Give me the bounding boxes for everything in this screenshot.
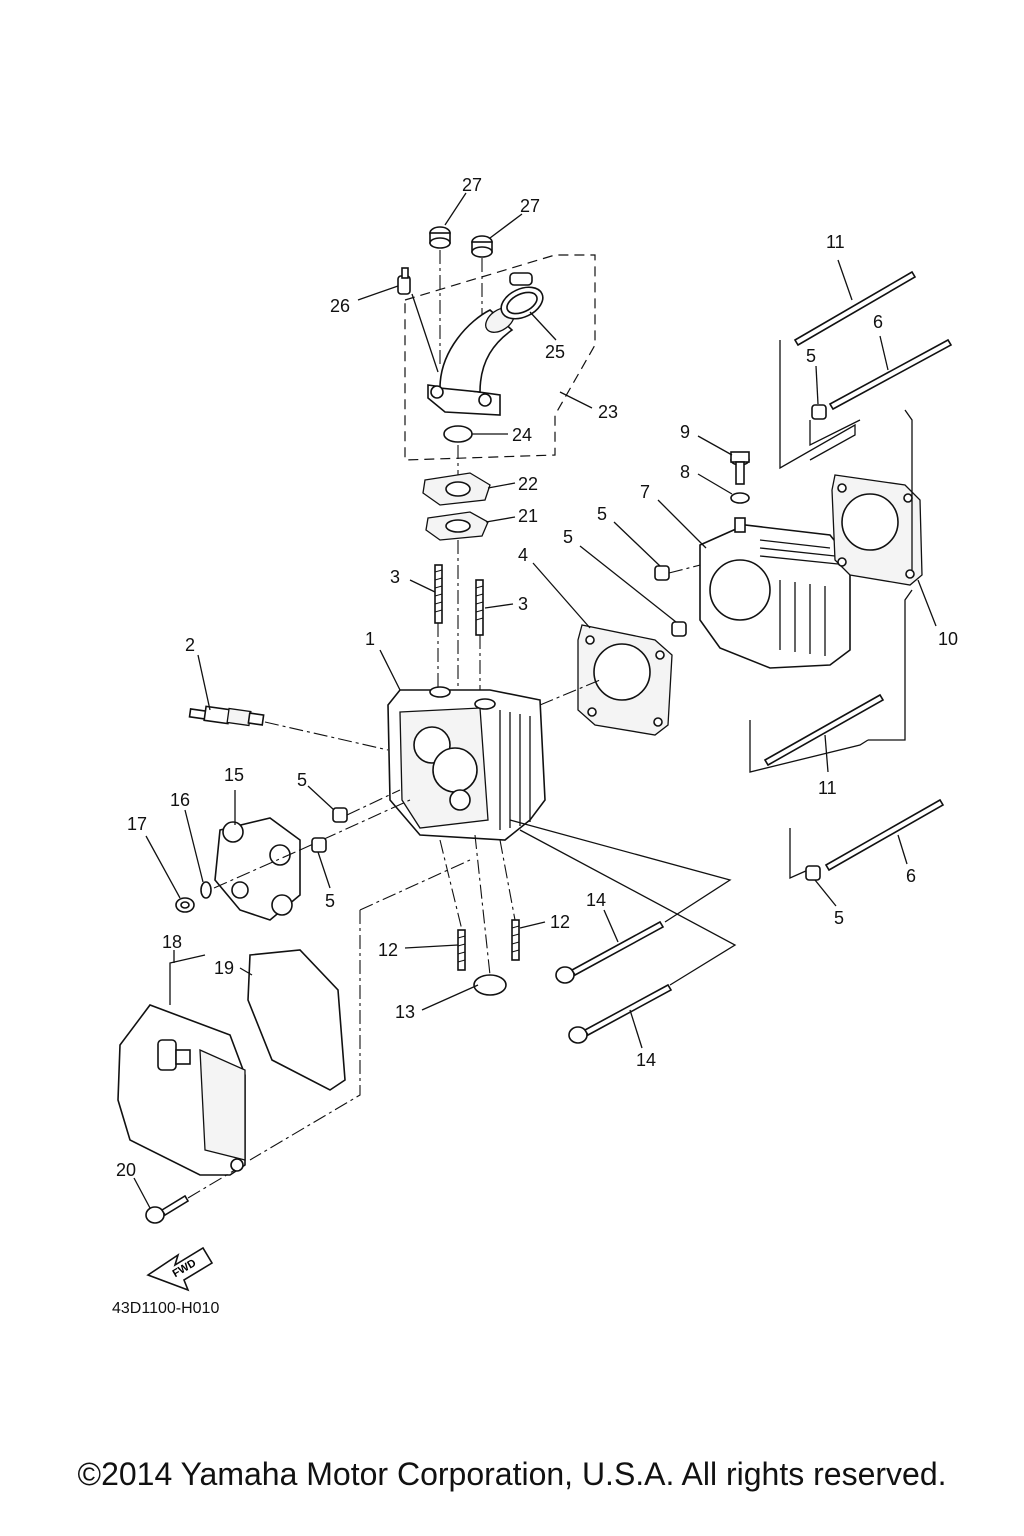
callout-6-lower: 6 — [906, 866, 916, 886]
callout-26: 26 — [330, 296, 350, 316]
dowel-pin-5-upper[interactable] — [654, 565, 670, 581]
nut-17[interactable] — [175, 897, 195, 913]
dowel-pin-5-lower-right[interactable] — [805, 865, 821, 881]
callout-5-head-lower: 5 — [325, 891, 335, 911]
callout-21: 21 — [518, 506, 538, 526]
callout-25: 25 — [545, 342, 565, 362]
insulator-22[interactable] — [422, 472, 491, 506]
cylinder-head-cover-18[interactable] — [117, 1004, 246, 1176]
callout-27-left: 27 — [462, 175, 482, 195]
diagram-code: 43D1100-H010 — [112, 1300, 220, 1317]
cylinder-head-1[interactable] — [387, 686, 546, 841]
callout-labels: 27 27 26 25 23 24 22 21 3 3 1 2 4 5 5 7 … — [116, 175, 958, 1180]
callout-5-lower-right: 5 — [834, 908, 844, 928]
spark-plug-2[interactable] — [188, 705, 265, 727]
callout-17: 17 — [127, 814, 147, 834]
callout-24: 24 — [512, 425, 532, 445]
callout-1: 1 — [365, 629, 375, 649]
callout-2: 2 — [185, 635, 195, 655]
callout-14-lower: 14 — [636, 1050, 656, 1070]
callout-23: 23 — [598, 402, 618, 422]
stud-bolt-3-right[interactable] — [475, 579, 484, 636]
cover-gasket-19[interactable] — [247, 949, 346, 1091]
dowel-pin-5-upper-right[interactable] — [811, 404, 827, 420]
callout-20: 20 — [116, 1160, 136, 1180]
stud-bolt-6-lower[interactable] — [824, 798, 945, 872]
bolt-9[interactable] — [730, 451, 750, 485]
washer-8[interactable] — [730, 492, 750, 504]
intake-group-boundary — [404, 254, 596, 461]
stud-bolt-12-right[interactable] — [511, 919, 520, 961]
gasket-13[interactable] — [473, 974, 507, 996]
callout-19: 19 — [214, 958, 234, 978]
stud-bolt-3-left[interactable] — [434, 564, 443, 624]
callout-5-cyl-upper: 5 — [597, 504, 607, 524]
fwd-arrow-icon: FWD — [146, 1246, 214, 1292]
o-ring-24[interactable] — [443, 425, 473, 443]
nut-27-left[interactable] — [429, 226, 451, 249]
cylinder-gasket-10[interactable] — [831, 474, 923, 586]
hose-clamp-25[interactable] — [496, 272, 548, 325]
leader-lines — [133, 192, 937, 1209]
cylinder-7[interactable] — [699, 524, 851, 669]
callout-5-cyl-lower: 5 — [563, 527, 573, 547]
bolt-14-lower[interactable] — [568, 983, 673, 1044]
stud-bolt-6-upper[interactable] — [828, 338, 953, 411]
dowel-pin-5-head-lower[interactable] — [311, 837, 327, 853]
gasket-21[interactable] — [425, 511, 489, 541]
stud-bolt-12-left[interactable] — [457, 929, 466, 971]
cylinder-gasket-4[interactable] — [577, 624, 673, 736]
callout-11-lower: 11 — [818, 778, 837, 798]
copyright-notice: ©2014 Yamaha Motor Corporation, U.S.A. A… — [77, 1456, 947, 1492]
intake-manifold[interactable] — [427, 303, 519, 416]
callout-5-upper-right: 5 — [806, 346, 816, 366]
callout-12-left: 12 — [378, 940, 398, 960]
dowel-pin-5-head-upper[interactable] — [332, 807, 348, 823]
callout-15: 15 — [224, 765, 244, 785]
bolt-14-upper[interactable] — [555, 920, 665, 984]
stud-bolt-11-lower[interactable] — [763, 693, 885, 767]
callout-18: 18 — [162, 932, 182, 952]
callout-5-head-upper: 5 — [297, 770, 307, 790]
hose-nipple-26[interactable] — [397, 267, 411, 295]
bolt-20[interactable] — [145, 1194, 190, 1224]
callout-13: 13 — [395, 1002, 415, 1022]
callout-4: 4 — [518, 545, 528, 565]
callout-9: 9 — [680, 422, 690, 442]
nut-27-right[interactable] — [471, 235, 493, 258]
rocker-bracket-15[interactable] — [214, 817, 301, 921]
callout-3-left: 3 — [390, 567, 400, 587]
callout-27-right: 27 — [520, 196, 540, 216]
callout-11-upper: 11 — [826, 232, 845, 252]
callout-6-upper: 6 — [873, 312, 883, 332]
callout-16: 16 — [170, 790, 190, 810]
callout-8: 8 — [680, 462, 690, 482]
callout-10: 10 — [938, 629, 958, 649]
dowel-pin-5-lower[interactable] — [671, 621, 687, 637]
callout-22: 22 — [518, 474, 538, 494]
callout-12-right: 12 — [550, 912, 570, 932]
callout-3-right: 3 — [518, 594, 528, 614]
callout-14-upper: 14 — [586, 890, 606, 910]
stud-bolt-11-upper[interactable] — [793, 270, 917, 347]
washer-16[interactable] — [200, 881, 212, 899]
callout-7: 7 — [640, 482, 650, 502]
